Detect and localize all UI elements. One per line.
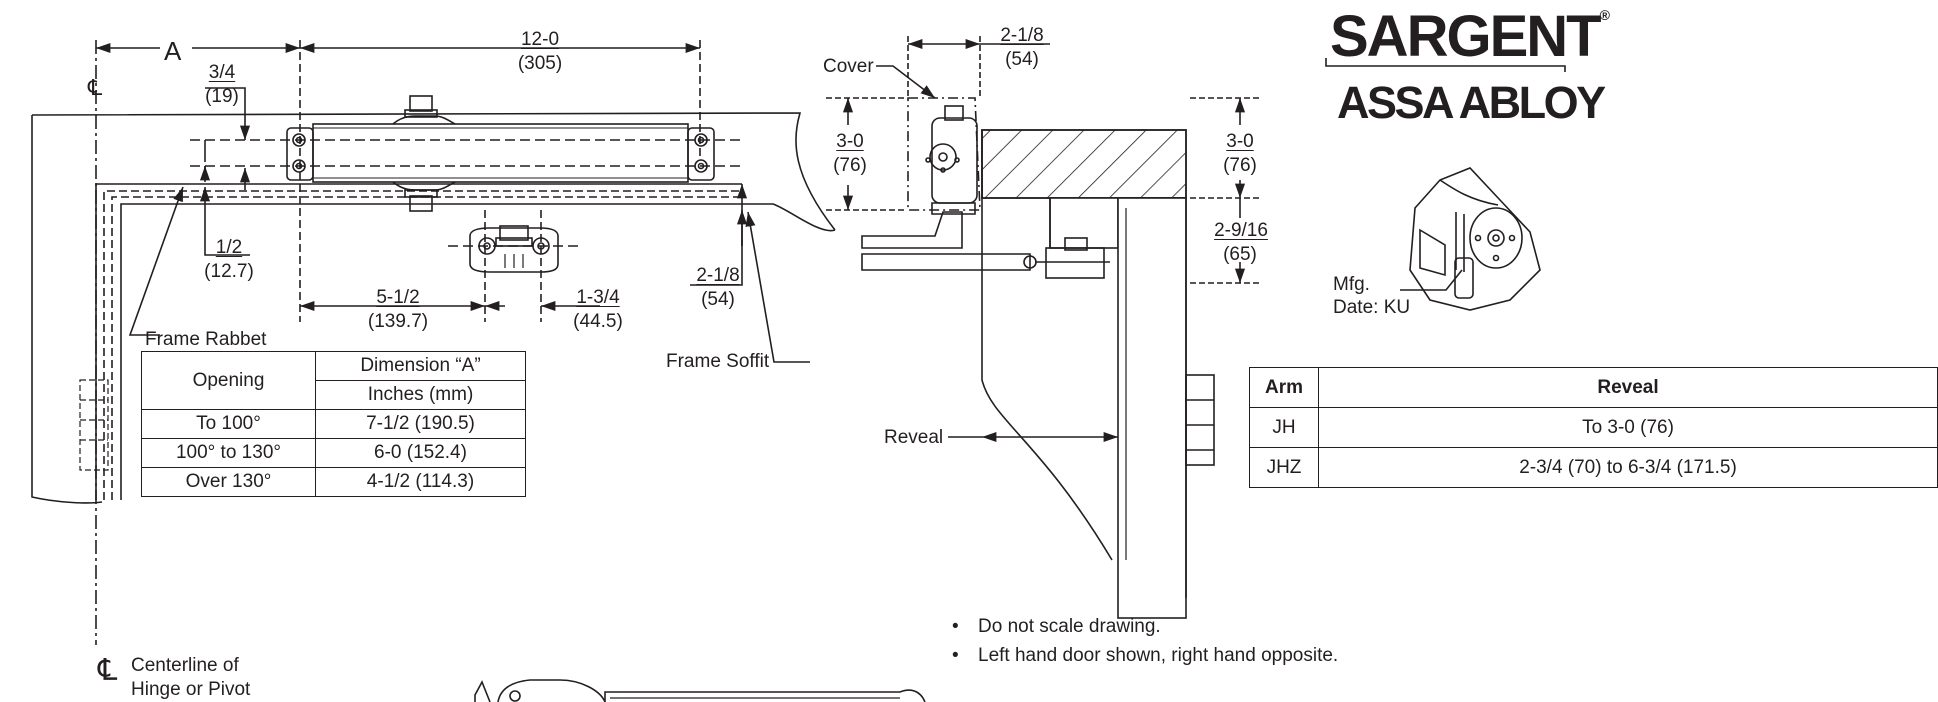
frame-rabbet-label: Frame Rabbet <box>145 329 267 350</box>
cell-reveal: To 3-0 (76) <box>1318 407 1938 448</box>
cell-opening: Over 130° <box>141 467 316 497</box>
dim-a-label: A <box>164 36 182 66</box>
table-row: 100° to 130° 6-0 (152.4) <box>141 438 526 468</box>
col-arm-header: Arm <box>1249 367 1319 408</box>
centerline-note-line2: Hinge or Pivot <box>131 679 251 700</box>
dim-reveal-drop-label: 2-9/16 <box>1214 220 1268 241</box>
note-item: Left hand door shown, right hand opposit… <box>952 641 1338 670</box>
cell-opening: To 100° <box>141 409 316 439</box>
sargent-logo: SARGENT® <box>1330 4 1610 69</box>
col-dim-units: Inches (mm) <box>315 380 526 410</box>
dim-right-height-mm: (76) <box>1223 155 1257 176</box>
dim-left-height-label: 3-0 <box>836 131 864 152</box>
mfg-date-label-line1: Mfg. <box>1333 274 1370 295</box>
dim-rabbet-offset-label: 1/2 <box>215 237 243 258</box>
reveal-label: Reveal <box>884 427 944 448</box>
dim-soffit-offset-mm: (54) <box>701 289 735 310</box>
assa-abloy-logo: ASSA ABLOY <box>1337 77 1606 128</box>
mfg-date-label-line2: Date: KU <box>1333 297 1411 318</box>
dim-reveal-drop-mm: (65) <box>1223 244 1257 265</box>
dim-cover-width-mm: (54) <box>1005 49 1039 70</box>
frame-outline <box>31 112 836 231</box>
dim-overall-label: 12-0 <box>520 29 560 50</box>
centerline-symbol-mark: ℄ <box>87 75 103 100</box>
cell-arm: JH <box>1249 407 1319 448</box>
dimension-a-table: Opening Dimension “A” Inches (mm) To 100… <box>141 351 526 497</box>
table-row: Over 130° 4-1/2 (114.3) <box>141 467 526 497</box>
centerline-note-line1: Centerline of <box>131 655 239 676</box>
cell-reveal: 2-3/4 (70) to 6-3/4 (171.5) <box>1318 447 1938 488</box>
dim-shoe-width-label: 1-3/4 <box>576 287 620 308</box>
dim-cover-width-label: 2-1/8 <box>1000 25 1044 46</box>
dim-shoe-span-mm: (139.7) <box>367 311 429 332</box>
dim-soffit-offset-label: 2-1/8 <box>696 265 740 286</box>
col-reveal-header: Reveal <box>1318 367 1938 408</box>
table-row: JHZ 2-3/4 (70) to 6-3/4 (171.5) <box>1249 447 1938 488</box>
dim-right-height-label: 3-0 <box>1226 131 1254 152</box>
col-dim-header: Dimension “A” <box>315 351 526 381</box>
arm-reveal-table: Arm Reveal JH To 3-0 (76) JHZ 2-3/4 (70)… <box>1249 367 1938 488</box>
cell-dim: 7-1/2 (190.5) <box>315 409 526 439</box>
notes-list: Do not scale drawing. Left hand door sho… <box>950 612 1338 670</box>
table-row: JH To 3-0 (76) <box>1249 407 1938 448</box>
dim-rabbet-offset-mm: (12.7) <box>204 261 254 282</box>
dim-shoe-span-label: 5-1/2 <box>376 287 420 308</box>
col-opening-header: Opening <box>141 351 316 410</box>
frame-soffit-label: Frame Soffit <box>666 351 770 372</box>
registered-mark: ® <box>1599 7 1610 23</box>
cover-label: Cover <box>823 56 874 77</box>
note-item: Do not scale drawing. <box>952 612 1338 641</box>
table-row: To 100° 7-1/2 (190.5) <box>141 409 526 439</box>
dim-left-height-mm: (76) <box>833 155 867 176</box>
dim-overall-mm: (305) <box>517 53 563 74</box>
cell-arm: JHZ <box>1249 447 1319 488</box>
cell-dim: 6-0 (152.4) <box>315 438 526 468</box>
cell-dim: 4-1/2 (114.3) <box>315 467 526 497</box>
dim-shoe-width-mm: (44.5) <box>573 311 623 332</box>
cell-opening: 100° to 130° <box>141 438 316 468</box>
centerline-note-symbol: ℄ <box>98 654 118 687</box>
dim-top-offset-mm: (19) <box>205 86 239 107</box>
dim-top-offset-label: 3/4 <box>208 62 236 83</box>
